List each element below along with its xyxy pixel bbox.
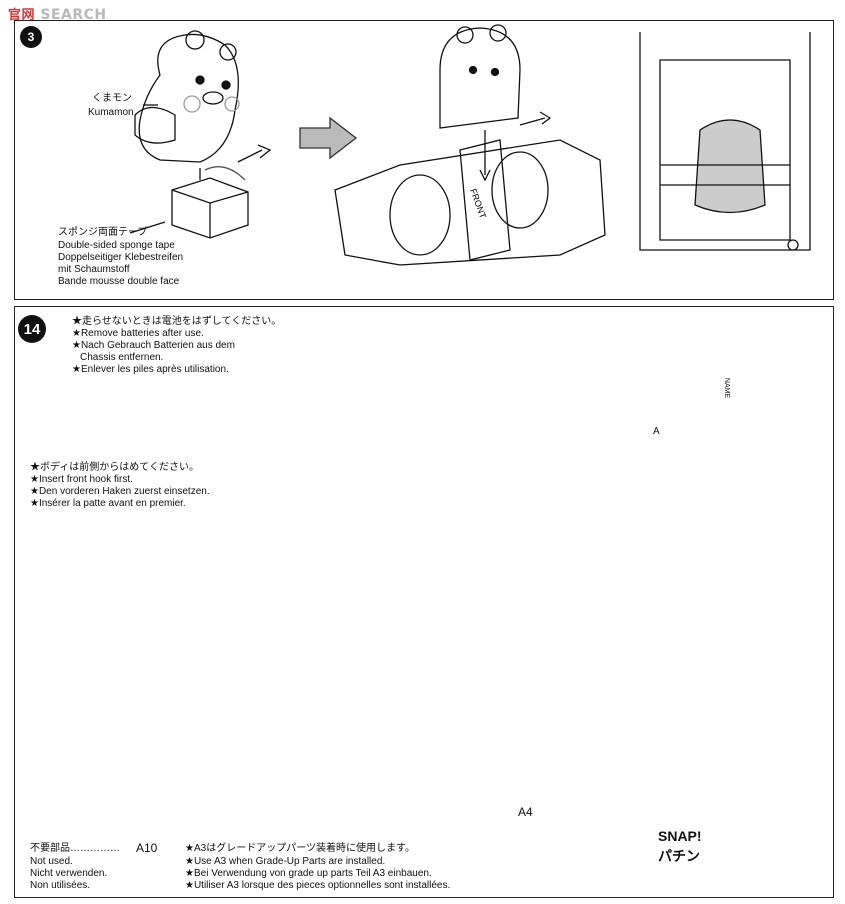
front-hook-jp: ★ボディは前側からはめてください。 — [30, 462, 199, 473]
name-label: NAME — [723, 377, 731, 399]
part-a-callout: A — [653, 426, 660, 437]
tape-label-jp: スポンジ両面テープ — [58, 227, 148, 238]
assembly-step-panel-top — [14, 20, 834, 300]
remove-batteries-jp: ★走らせないときは電池をはずしてください。 — [72, 316, 282, 327]
not-used-en: Not used. — [30, 856, 73, 867]
not-used-fr: Non utilisées. — [30, 880, 91, 891]
not-used-part: A10 — [136, 841, 158, 855]
not-used-de: Nicht verwenden. — [30, 868, 108, 879]
step-badge-top: 3 — [20, 26, 42, 48]
not-used-jp: 不要部品…………… — [30, 843, 120, 855]
part-a4-label: A4 — [518, 805, 533, 819]
watermark-search: SEARCH — [40, 7, 107, 23]
assembly-step-panel-14 — [14, 306, 834, 898]
a3-note-jp: ★A3はグレードアップパーツ装着時に使用します。 — [185, 843, 415, 854]
tape-label-en: Double-sided sponge tape — [58, 240, 175, 251]
chassis-kumamon-drawing — [334, 24, 606, 266]
a3-note-fr: ★Utiliser A3 lorsque des pieces optionne… — [185, 880, 451, 891]
kumamon-head-drawing — [134, 30, 240, 163]
remove-batteries-fr: ★Enlever les piles après utilisation. — [72, 364, 229, 375]
chassis-rear-view-drawing — [639, 32, 811, 251]
tape-label-fr: Bande mousse double face — [58, 276, 180, 287]
not-used-dots: …………… — [70, 843, 120, 854]
sponge-tape-drawing — [171, 166, 249, 239]
tape-label-de2: mit Schaumstoff — [58, 264, 130, 275]
snap-label-en: SNAP! — [658, 828, 702, 844]
a3-note-de: ★Bei Verwendung von grade up parts Teil … — [185, 868, 432, 879]
tape-label-de: Doppelseitiger Klebestreifen — [58, 252, 184, 263]
watermark-logo: 官网 — [8, 8, 36, 23]
snap-label-jp: パチン — [658, 848, 700, 864]
remove-batteries-de2: Chassis entfernen. — [80, 352, 164, 363]
front-hook-en: ★Insert front hook first. — [30, 474, 133, 485]
kumamon-label-jp: くまモン — [92, 93, 132, 104]
remove-batteries-en: ★Remove batteries after use. — [72, 328, 204, 339]
a3-note-en: ★Use A3 when Grade-Up Parts are installe… — [185, 856, 386, 867]
kumamon-label-en: Kumamon — [88, 107, 134, 118]
not-used-jp-text: 不要部品 — [30, 843, 70, 854]
step-14-badge: 14 — [18, 315, 46, 343]
front-hook-de: ★Den vorderen Haken zuerst einsetzen. — [30, 486, 210, 497]
remove-batteries-de1: ★Nach Gebrauch Batterien aus dem — [72, 340, 235, 351]
front-hook-fr: ★Insérer la patte avant en premier. — [30, 498, 186, 509]
front-label: FRONT — [468, 187, 488, 220]
watermark: 官网 SEARCH — [8, 4, 107, 23]
